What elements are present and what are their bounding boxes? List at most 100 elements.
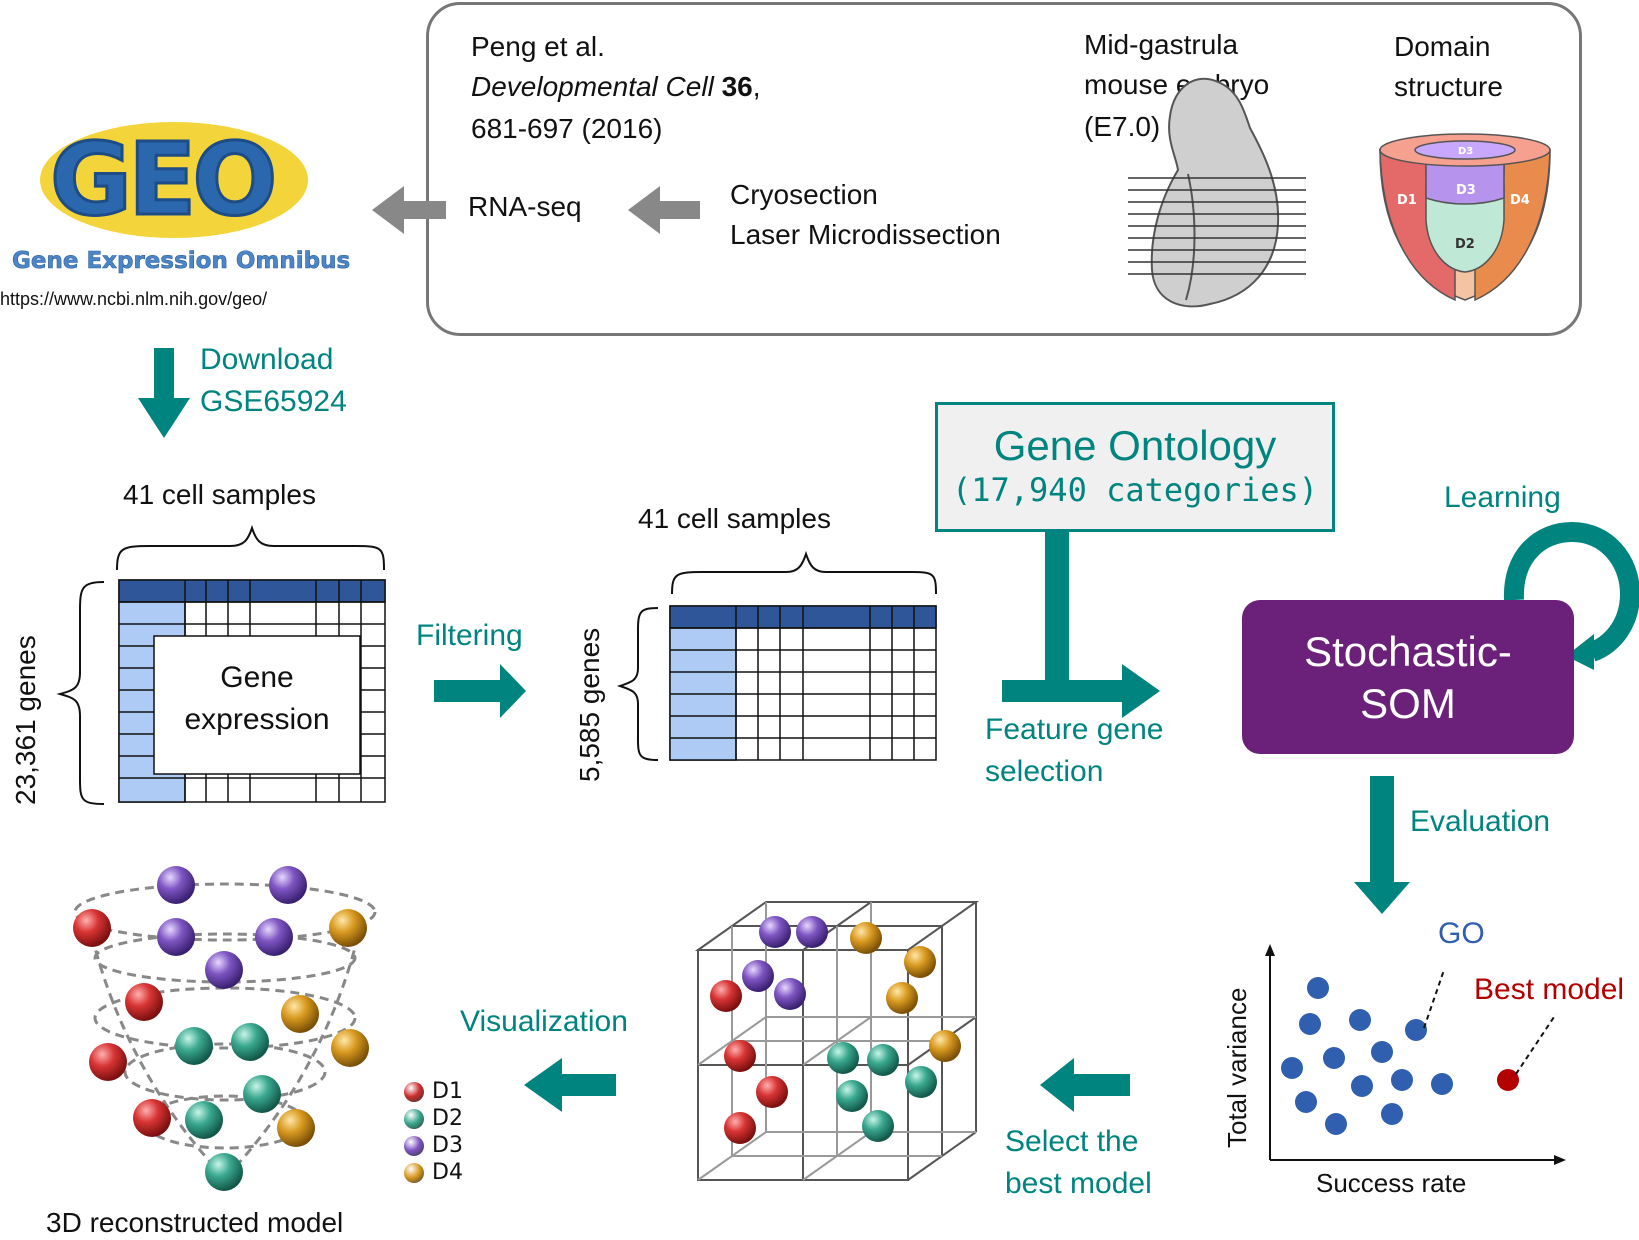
- visualization-label: Visualization: [460, 1005, 628, 1038]
- domain-label-d3: D3: [1456, 183, 1476, 198]
- domain-label-d3-top: D3: [1458, 146, 1473, 157]
- learning-label: Learning: [1444, 481, 1561, 514]
- cube-sphere: [904, 946, 936, 978]
- cube-sphere: [862, 1110, 894, 1142]
- model-sphere: [157, 918, 195, 956]
- legend-swatch: [404, 1081, 424, 1102]
- cube-sphere: [827, 1042, 859, 1074]
- som-label-1: Stochastic-: [1304, 628, 1512, 675]
- go-point: [1299, 1013, 1321, 1035]
- legend-item: D3: [404, 1132, 463, 1159]
- legend-label: D2: [432, 1106, 463, 1131]
- go-point: [1325, 1113, 1347, 1135]
- model-sphere: [281, 995, 319, 1033]
- arrow-geo-rnaseq: [372, 186, 446, 234]
- geo-logo: GEO Gene Expression Omnibus: [12, 120, 351, 275]
- geo-logo-text: GEO: [50, 121, 273, 238]
- go-point: [1391, 1069, 1413, 1091]
- best-model-point: [1497, 1069, 1519, 1091]
- x-axis-arrowhead: [1554, 1155, 1566, 1165]
- arrow-evaluation: [1354, 776, 1410, 914]
- domain-labels: D3 D3 D1 D4 D2: [1397, 146, 1530, 252]
- cube-spheres: [710, 916, 961, 1144]
- model-sphere: [175, 1027, 213, 1065]
- legend-item: D2: [404, 1105, 463, 1132]
- scatter-points: [1281, 977, 1519, 1135]
- brace-genes-1: [56, 581, 105, 805]
- go-point: [1371, 1041, 1393, 1063]
- domain-label-d2: D2: [1455, 237, 1475, 252]
- cube-sphere: [867, 1044, 899, 1076]
- arrow-visualization: [524, 1058, 616, 1112]
- go-point: [1349, 1009, 1371, 1031]
- scatter-axes: [1269, 950, 1560, 1161]
- cube-sphere: [724, 1040, 756, 1072]
- scatter-go-label: GO: [1438, 917, 1485, 950]
- arrow-download: [138, 348, 190, 438]
- brace-samples-1: [116, 524, 385, 571]
- geo-name-text: Gene Expression Omnibus: [12, 248, 350, 274]
- arrow-feature-selection: [1002, 530, 1160, 718]
- arrow-select-best: [1040, 1058, 1130, 1112]
- go-point: [1405, 1019, 1427, 1041]
- model-spheres: [73, 866, 369, 1191]
- cube-sphere: [850, 922, 882, 954]
- legend-swatch: [404, 1162, 424, 1183]
- genes-label-1: 23,361 genes: [10, 635, 41, 805]
- model-sphere: [157, 866, 195, 904]
- select-best-label-2: best model: [1005, 1167, 1152, 1200]
- genes-label-2: 5,585 genes: [574, 627, 605, 782]
- reference-journal: Developmental Cell: [471, 71, 714, 102]
- select-best-label-1: Select the: [1005, 1125, 1139, 1158]
- gene-ontology-subtitle: (17,940 categories): [951, 471, 1319, 510]
- model-sphere: [73, 909, 111, 947]
- legend-swatch: [404, 1135, 424, 1156]
- feature-selection-label-1: Feature gene: [985, 713, 1164, 746]
- model-sphere: [125, 983, 163, 1021]
- cube-sphere: [905, 1066, 937, 1098]
- go-point: [1381, 1103, 1403, 1125]
- model-sphere: [243, 1075, 281, 1113]
- domain-label-d1: D1: [1397, 193, 1417, 208]
- rna-seq-label: RNA-seq: [468, 191, 582, 222]
- download-label-2: GSE65924: [200, 385, 347, 418]
- study-panel: [426, 2, 1582, 336]
- go-point: [1281, 1057, 1303, 1079]
- geo-url: https://www.ncbi.nlm.nih.gov/geo/: [0, 289, 268, 309]
- model-sphere: [277, 1109, 315, 1147]
- legend-label: D1: [432, 1079, 463, 1104]
- reference-volume: 36: [721, 71, 753, 102]
- reference-authors: Peng et al.: [471, 31, 605, 62]
- feature-selection-label-2: selection: [985, 755, 1104, 788]
- laser-label: Laser Microdissection: [730, 219, 1001, 250]
- go-point: [1307, 977, 1329, 999]
- model-sphere: [185, 1101, 223, 1139]
- legend-item: D4: [404, 1159, 463, 1186]
- download-label-1: Download: [200, 343, 334, 376]
- filtering-label: Filtering: [416, 619, 523, 652]
- som-label-2: SOM: [1360, 680, 1456, 727]
- model-sphere: [231, 1023, 269, 1061]
- model-sphere: [269, 866, 307, 904]
- cube-sphere: [710, 980, 742, 1012]
- domain-title-2: structure: [1394, 71, 1503, 102]
- brace-samples-2: [671, 550, 937, 595]
- embryo-illustration: [1128, 77, 1306, 308]
- samples-label-2: 41 cell samples: [638, 503, 831, 534]
- domain-structure-cup: [1379, 133, 1551, 302]
- model-sphere: [255, 918, 293, 956]
- cube-sphere: [724, 1112, 756, 1144]
- model-3d-label: 3D reconstructed model: [46, 1207, 344, 1238]
- cryosection-label: Cryosection: [730, 179, 878, 210]
- cube-sphere: [759, 916, 791, 948]
- domain-label-d4: D4: [1510, 193, 1530, 208]
- reference-pages: 681-697 (2016): [471, 113, 663, 144]
- go-point: [1295, 1091, 1317, 1113]
- cube-sphere: [756, 1076, 788, 1108]
- model-sphere: [205, 1153, 243, 1191]
- model-sphere: [89, 1043, 127, 1081]
- embryo-title-1: Mid-gastrula: [1084, 29, 1239, 60]
- arrow-filtering: [434, 664, 526, 718]
- domain-title-1: Domain: [1394, 31, 1491, 62]
